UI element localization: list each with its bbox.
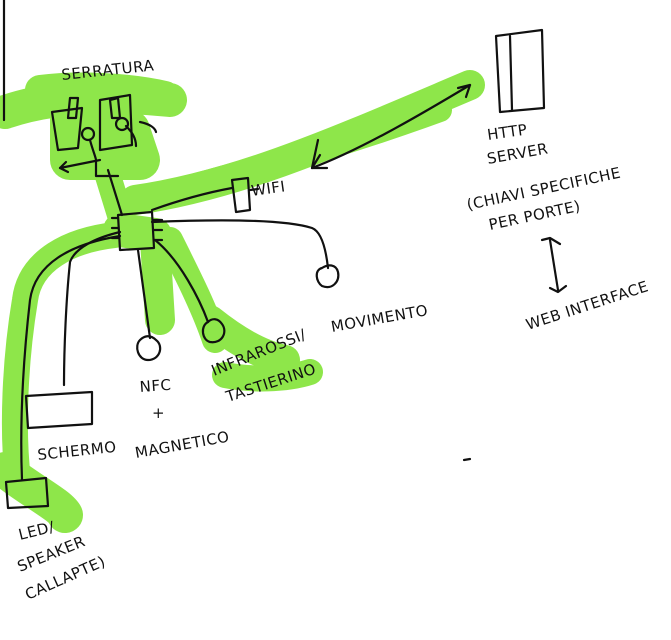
wifi-to-server-arrow (310, 83, 472, 170)
nfc-label-line1: NFC (139, 376, 172, 396)
hub-to-led-line (20, 234, 122, 482)
motion-label: MOVIMENTO (330, 301, 430, 336)
server-web-arrow (548, 238, 560, 292)
server-drawing (494, 28, 546, 114)
wifi-label: WIFI (250, 177, 286, 200)
stray-mark (462, 457, 472, 462)
infrared-sensor-drawing (201, 318, 226, 344)
motion-sensor-drawing (315, 264, 340, 289)
screen-label: SCHERMO (37, 438, 118, 464)
hub-to-infrared-line (153, 238, 210, 324)
ink-layer (2, 0, 568, 510)
hub-to-nfc-line (136, 248, 152, 340)
highlighter-layer (0, 70, 485, 533)
hub-to-wifi-line (150, 186, 234, 212)
screen-drawing (24, 390, 94, 430)
wifi-to-server-arrowhead (456, 83, 472, 99)
web-interface-label: WEB INTERFACE (524, 277, 651, 334)
led-drawing (4, 476, 50, 510)
nfc-sensor-drawing (136, 335, 162, 362)
nfc-plus-label: + (152, 404, 165, 422)
nfc-label-line2: MAGNETICO (134, 428, 231, 462)
server-label-line2: SERVER (486, 139, 550, 167)
led-label-line1: LED/ (17, 517, 57, 543)
wifi-module (230, 176, 260, 214)
hub-to-motion-line (150, 219, 330, 270)
server-label-line1: HTTP (486, 121, 529, 144)
hub-drawing (106, 168, 164, 252)
lock-drawing (50, 93, 158, 178)
